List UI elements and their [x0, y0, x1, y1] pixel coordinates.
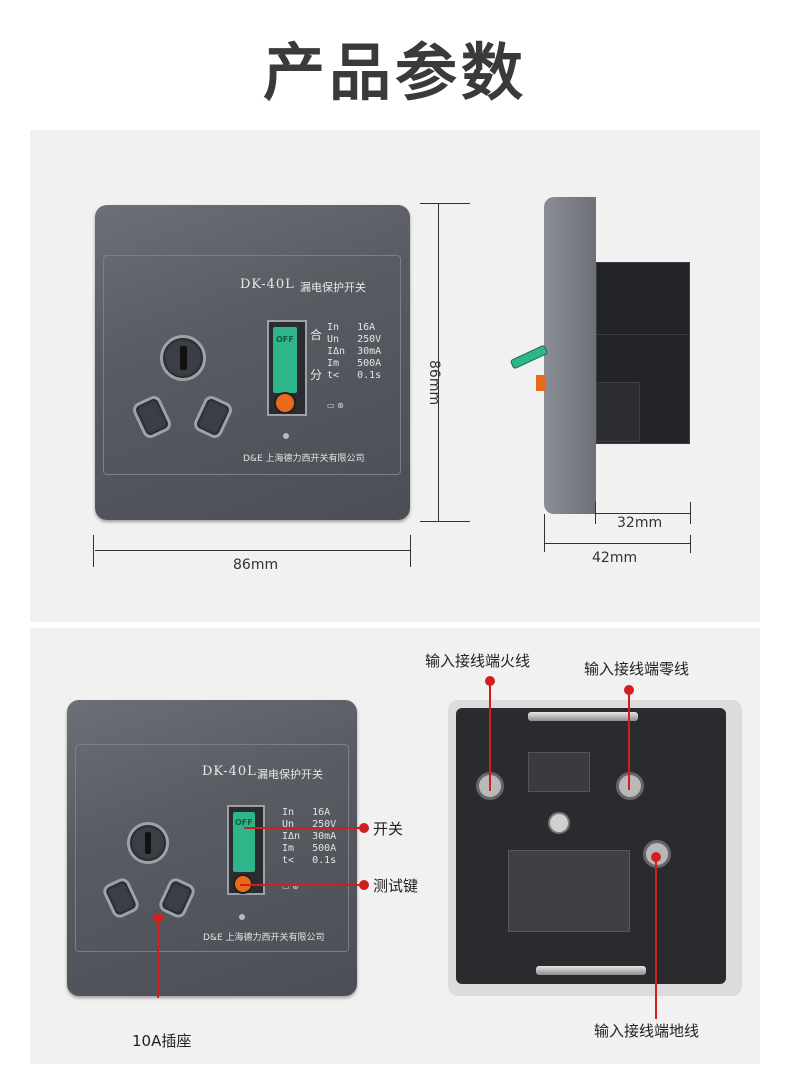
toggle-switch[interactable]: OFF — [273, 327, 297, 393]
socket-callout-label: 10A插座 — [132, 1032, 192, 1050]
bottom-mounting-screw — [536, 966, 646, 975]
height-dim-line — [438, 203, 439, 521]
depth-body-tick-right — [690, 502, 691, 524]
socket-callout-line — [157, 918, 159, 998]
width-dim-line — [95, 550, 410, 551]
indicator-led-2 — [239, 914, 245, 920]
round-pin-hole — [160, 335, 206, 381]
brand-logo: D&E — [243, 454, 263, 464]
depth-body-line — [595, 513, 690, 514]
switch-back-view — [448, 700, 742, 996]
width-dim-tick-right — [410, 535, 411, 567]
page-title: 产品参数 — [262, 36, 527, 109]
test-callout-label: 测试键 — [373, 877, 419, 895]
spec-values: In 16A Un 250V IΔn 30mA Im 500A t< 0.1s — [327, 322, 382, 381]
live-callout-label: 输入接线端火线 — [425, 652, 531, 670]
indicator-led — [283, 433, 289, 439]
switch-callout-label: 开关 — [373, 820, 404, 838]
side-view-test-button — [536, 375, 546, 391]
switch-callout-dot — [359, 823, 369, 833]
depth-total-label: 42mm — [592, 550, 638, 566]
brand-line: D&E 上海德力西开关有限公司 — [243, 451, 365, 464]
back-housing — [456, 708, 726, 984]
ground-terminal — [643, 840, 671, 868]
depth-body-label: 32mm — [617, 515, 663, 531]
circuit-board — [508, 850, 630, 932]
test-callout-dot — [359, 880, 369, 890]
brand-company-2: 上海德力西开关有限公司 — [225, 933, 325, 943]
neutral-callout-line — [628, 690, 630, 790]
depth-body-tick — [595, 502, 596, 524]
top-mounting-screw — [528, 712, 638, 721]
side-view-toggle — [509, 344, 549, 370]
plate-inner-frame-2 — [75, 744, 349, 952]
height-dim-tick-bottom — [420, 521, 470, 522]
depth-total-tick-left — [544, 514, 545, 552]
depth-total-line — [544, 543, 690, 544]
neutral-callout-label: 输入接线端零线 — [584, 660, 690, 678]
features-panel: DK-40L 漏电保护开关 OFF In 16A Un 250V IΔn 30m… — [30, 628, 760, 1064]
cert-marks: ▭ ⊛ — [327, 401, 344, 410]
switch-callout-line — [244, 827, 362, 829]
spec-labels: 合 分 — [310, 328, 323, 382]
product-name: 漏电保护开关 — [300, 281, 366, 294]
side-view-lower-tab — [596, 382, 640, 442]
product-name-2: 漏电保护开关 — [257, 768, 323, 781]
side-view-body-top — [596, 262, 690, 336]
off-label-2: OFF — [235, 818, 253, 827]
center-screw — [548, 812, 570, 834]
plate-inner-frame — [103, 255, 401, 475]
brand-company: 上海德力西开关有限公司 — [265, 454, 365, 464]
off-label: OFF — [276, 335, 294, 344]
side-view-faceplate — [544, 197, 596, 514]
round-pin-hole-2 — [127, 822, 169, 864]
brand-logo-2: D&E — [203, 933, 223, 943]
ground-callout-line — [655, 857, 657, 1019]
ground-callout-label: 输入接线端地线 — [594, 1022, 700, 1040]
toggle-switch-2[interactable]: OFF — [233, 812, 255, 872]
model-number: DK-40L — [240, 277, 295, 292]
spec-values-2: In 16A Un 250V IΔn 30mA Im 500A t< 0.1s — [282, 807, 337, 866]
terminal-block — [528, 752, 590, 792]
width-dim-label: 86mm — [233, 557, 279, 573]
neutral-terminal — [616, 772, 644, 800]
dimensions-panel: DK-40L 漏电保护开关 OFF 合 分 In 16A Un 250V IΔn… — [30, 130, 760, 622]
test-callout-line — [240, 884, 362, 886]
model-number-2: DK-40L — [202, 764, 257, 779]
switch-plate-front-labeled: DK-40L 漏电保护开关 OFF In 16A Un 250V IΔn 30m… — [67, 700, 357, 996]
cert-marks-2: ▭ ⊛ — [282, 882, 299, 891]
test-button[interactable] — [274, 392, 296, 414]
brand-line-2: D&E 上海德力西开关有限公司 — [203, 930, 325, 943]
depth-total-tick-right — [690, 535, 691, 553]
height-dim-label: 86mm — [426, 360, 442, 406]
live-callout-line — [489, 681, 491, 791]
switch-plate-front: DK-40L 漏电保护开关 OFF 合 分 In 16A Un 250V IΔn… — [95, 205, 410, 520]
height-dim-tick-top — [420, 203, 470, 204]
width-dim-tick-left — [93, 535, 94, 567]
